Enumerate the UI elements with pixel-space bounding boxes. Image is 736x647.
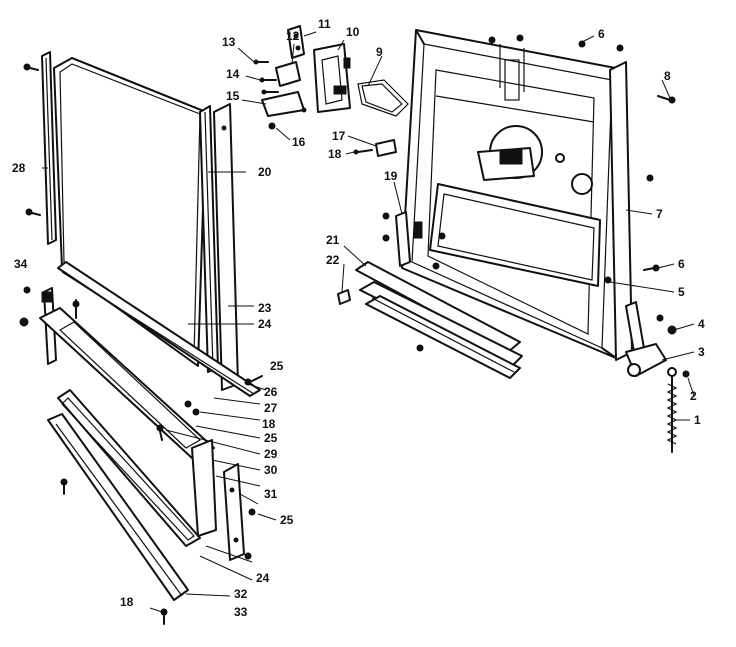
callout-22: 22 [326, 253, 340, 267]
part-clip-22 [337, 289, 351, 305]
part-bottom-rail-middle [39, 299, 215, 459]
callout-16: 16 [292, 135, 306, 149]
part-end-cap-31 [223, 463, 245, 561]
part-bracket-19 [395, 211, 446, 267]
callout-25-b: 25 [264, 431, 278, 445]
screw-latch-group [253, 59, 307, 130]
callout-24-a: 24 [258, 317, 272, 331]
part-side-trim-left [41, 51, 57, 245]
callout-34: 34 [14, 257, 28, 271]
screw-34-a [23, 286, 31, 294]
callout-21: 21 [326, 233, 340, 247]
callout-9: 9 [376, 45, 383, 59]
part-end-cap-30 [191, 439, 217, 537]
part-rinse-plate [429, 183, 601, 287]
part-kick-panel [57, 389, 201, 547]
callout-5: 5 [678, 285, 685, 299]
callout-33: 33 [234, 605, 248, 619]
callout-31: 31 [264, 487, 278, 501]
part-gasket-9 [357, 79, 409, 117]
callout-24-b: 24 [256, 571, 270, 585]
callout-14: 14 [226, 67, 240, 81]
callout-25-c: 25 [280, 513, 294, 527]
part-detergent-dispenser [477, 125, 593, 195]
screw-28-top [23, 63, 39, 71]
part-latch-assembly [261, 43, 351, 117]
callout-28: 28 [12, 161, 26, 175]
callout-1: 1 [694, 413, 701, 427]
callout-8: 8 [664, 69, 671, 83]
callout-18-c: 18 [120, 595, 134, 609]
callout-18-a: 18 [328, 147, 342, 161]
part-hinge-arm [625, 301, 667, 377]
callout-25-a: 25 [270, 359, 284, 373]
leader-lines [42, 31, 695, 613]
callout-18-b: 18 [262, 417, 276, 431]
part-hinge-11 [287, 25, 305, 59]
screw-34-b [19, 317, 29, 327]
part-lower-rail-21 [355, 261, 523, 379]
callout-labels: 1 2 3 4 5 6 6 7 8 9 10 11 12 13 14 15 16… [12, 17, 705, 619]
callout-7: 7 [656, 207, 663, 221]
callout-4: 4 [698, 317, 705, 331]
callout-20: 20 [258, 165, 272, 179]
callout-12: 12 [286, 29, 300, 43]
screw-group-left [60, 375, 263, 625]
callout-15: 15 [226, 89, 240, 103]
callout-11: 11 [318, 17, 331, 31]
callout-13: 13 [222, 35, 236, 49]
callout-26: 26 [264, 385, 278, 399]
part-bottom-rail-upper [57, 261, 261, 397]
callout-17: 17 [332, 129, 346, 143]
callout-10: 10 [346, 25, 360, 39]
screw-19-group [382, 212, 440, 270]
callout-30: 30 [264, 463, 278, 477]
part-door-panel [53, 57, 207, 367]
callout-32: 32 [234, 587, 248, 601]
callout-19: 19 [384, 169, 398, 183]
part-clip-17 [353, 139, 397, 157]
callout-29: 29 [264, 447, 278, 461]
part-spring-1 [666, 367, 678, 453]
callout-2: 2 [690, 389, 697, 403]
callout-6-a: 6 [598, 27, 605, 41]
callout-23: 23 [258, 301, 272, 315]
callout-3: 3 [698, 345, 705, 359]
callout-27: 27 [264, 401, 278, 415]
screw-28-bottom [25, 208, 41, 216]
screw-right-group [488, 34, 690, 378]
callout-6-b: 6 [678, 257, 685, 271]
part-bottom-strip-33 [47, 413, 189, 601]
